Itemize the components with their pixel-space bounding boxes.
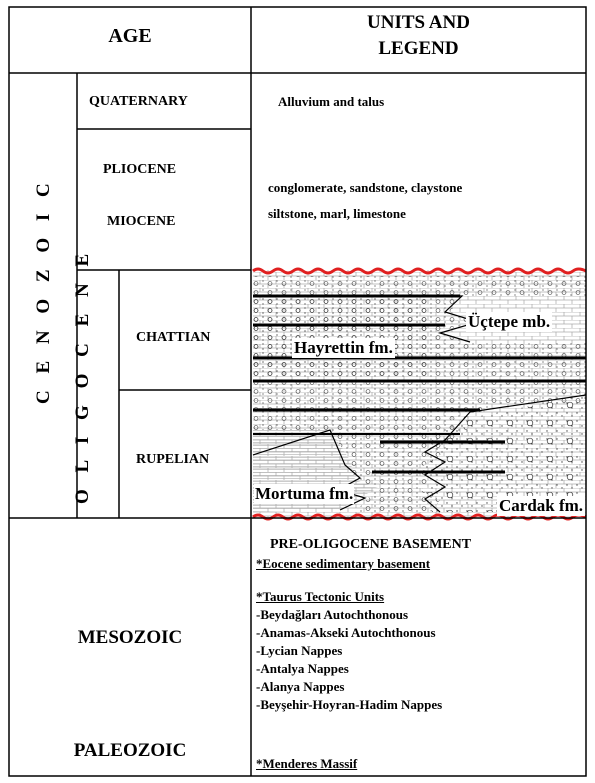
- taurus-units-list: -Beydağları Autochthonous -Anamas-Akseki…: [256, 607, 442, 715]
- neogene-units-line2: siltstone, marl, limestone: [268, 206, 406, 222]
- period-pliocene: PLIOCENE: [103, 162, 176, 178]
- header-age: AGE: [9, 25, 251, 48]
- list-item: -Alanya Nappes: [256, 679, 442, 697]
- cardak-fm-label: Cardak fm.: [497, 496, 585, 516]
- list-item: -Lycian Nappes: [256, 643, 442, 661]
- stage-chattian: CHATTIAN: [136, 330, 210, 346]
- list-item: -Antalya Nappes: [256, 661, 442, 679]
- lithology-column: [253, 269, 586, 519]
- period-quaternary: QUATERNARY: [89, 94, 188, 110]
- list-item: -Anamas-Akseki Autochthonous: [256, 625, 442, 643]
- header-units-line2: LEGEND: [251, 38, 586, 60]
- era-mesozoic: MESOZOIC: [9, 627, 251, 649]
- mortuma-fm-body: [253, 420, 470, 430]
- epoch-oligocene-label: O L I G O C E N E: [72, 284, 94, 504]
- list-item: -Beyşehir-Hoyran-Hadim Nappes: [256, 697, 442, 715]
- period-miocene: MIOCENE: [107, 214, 175, 230]
- taurus-units-heading: *Taurus Tectonic Units: [256, 589, 384, 605]
- era-cenozoic-label: C E N O Z O I C: [33, 184, 55, 404]
- uctepe-mb-label: Üçtepe mb.: [466, 312, 552, 332]
- hayrettin-fm-label: Hayrettin fm.: [292, 338, 395, 358]
- neogene-units-line1: conglomerate, sandstone, claystone: [268, 180, 462, 196]
- stage-rupelian: RUPELIAN: [136, 452, 209, 468]
- eocene-basement: *Eocene sedimentary basement: [256, 556, 430, 572]
- era-paleozoic: PALEOZOIC: [9, 740, 251, 762]
- mortuma-fm-label: Mortuma fm.: [254, 484, 354, 504]
- basement-title: PRE-OLIGOCENE BASEMENT: [270, 537, 471, 553]
- list-item: -Beydağları Autochthonous: [256, 607, 442, 625]
- quaternary-units: Alluvium and talus: [278, 94, 384, 110]
- menderes-massif: *Menderes Massif: [256, 756, 357, 772]
- header-units-line1: UNITS AND: [251, 12, 586, 34]
